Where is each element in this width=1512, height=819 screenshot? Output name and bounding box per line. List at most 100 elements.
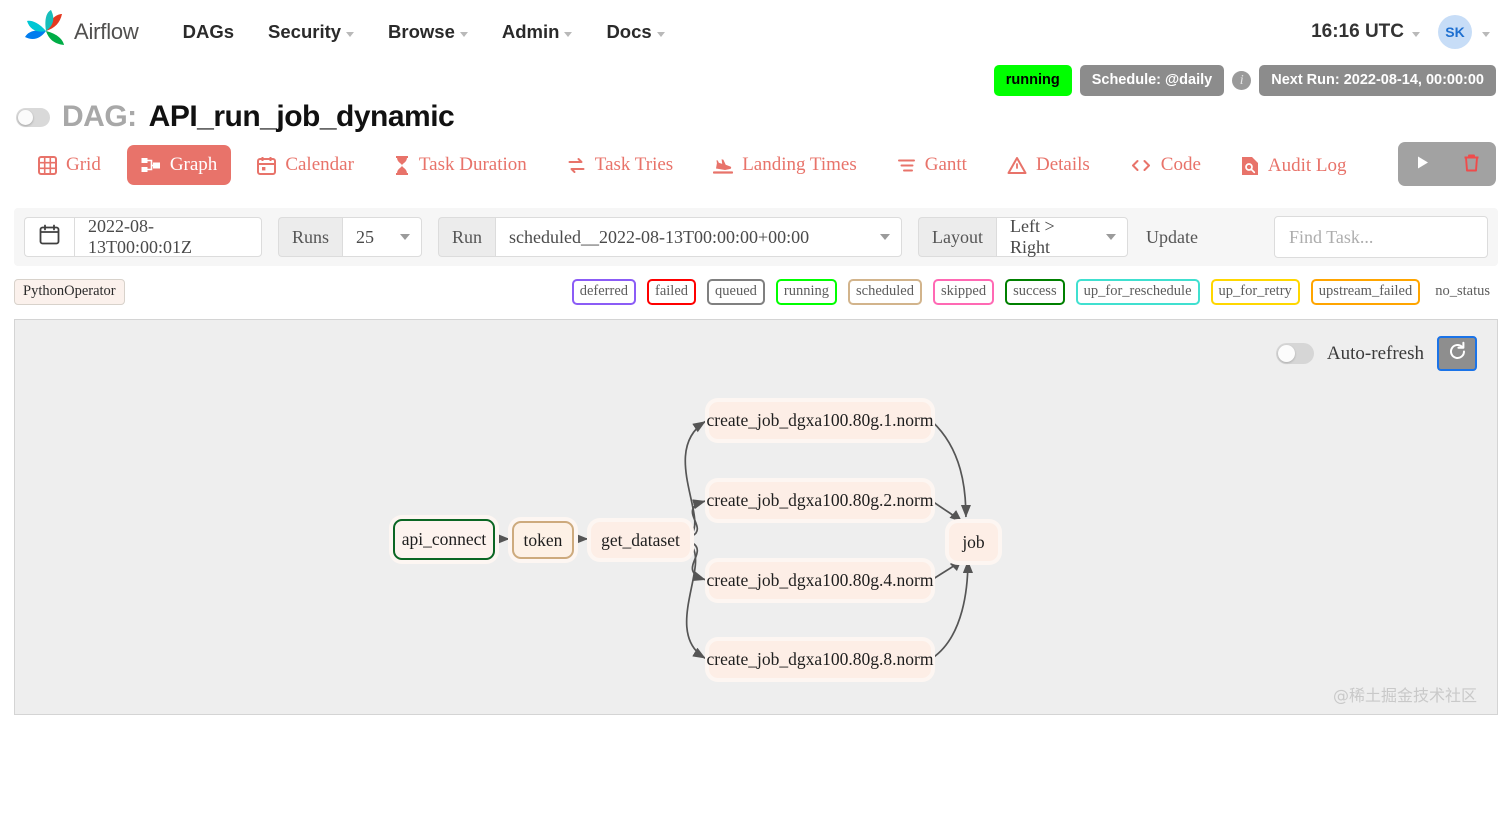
airflow-logo-icon [24, 10, 68, 54]
delete-dag-button[interactable] [1447, 142, 1496, 186]
clock-label: 16:16 UTC [1311, 21, 1404, 42]
chevron-down-icon [400, 234, 411, 240]
legend-failed[interactable]: failed [647, 279, 697, 305]
run-select[interactable]: scheduled__2022-08-13T00:00:00+00:00 [495, 217, 903, 257]
tab-code[interactable]: Code [1116, 145, 1215, 185]
tab-landing-times[interactable]: Landing Times [699, 145, 871, 185]
dag-tabs-area: Grid Graph Calendar Task Duration Task T [0, 138, 1512, 186]
nav-item-browse[interactable]: Browse [388, 21, 468, 43]
graph-node-label: create_job_dgxa100.80g.4.norm [706, 570, 934, 590]
tab-graph[interactable]: Graph [126, 145, 232, 185]
code-icon [1130, 156, 1152, 175]
dag-prefix-label: DAG: [62, 100, 137, 133]
graph-node-api-connect[interactable]: api_connect [393, 519, 495, 560]
nav-item-admin-label: Admin [501, 21, 560, 42]
run-label: Run [438, 217, 496, 257]
legend-up-for-retry[interactable]: up_for_retry [1210, 279, 1300, 305]
date-picker-button[interactable] [24, 217, 74, 257]
navbar-right: 16:16 UTC SK [1311, 15, 1490, 49]
chevron-down-icon [346, 31, 355, 37]
nav-item-security-label: Security [268, 21, 342, 42]
chevron-down-icon [880, 234, 891, 240]
run-value: scheduled__2022-08-13T00:00:00+00:00 [509, 226, 810, 247]
dag-title-row: DAG: API_run_job_dynamic [16, 100, 1488, 134]
graph-node-label: get_dataset [601, 529, 680, 550]
graph-node-create-job-4[interactable]: create_job_dgxa100.80g.4.norm [706, 562, 934, 599]
graph-icon [141, 156, 161, 175]
nav-item-security[interactable]: Security [268, 21, 355, 43]
refresh-button[interactable] [1437, 336, 1477, 371]
nav-item-docs[interactable]: Docs [606, 21, 665, 43]
legend-scheduled[interactable]: scheduled [848, 279, 922, 305]
tab-calendar-label: Calendar [285, 154, 354, 175]
tab-task-duration-label: Task Duration [418, 154, 527, 175]
nav-item-docs-label: Docs [606, 21, 652, 42]
tab-graph-label: Graph [169, 154, 218, 175]
next-run-badge: Next Run: 2022-08-14, 00:00:00 [1259, 65, 1496, 96]
tab-details[interactable]: Details [993, 145, 1104, 185]
tab-grid[interactable]: Grid [24, 145, 115, 185]
tab-calendar[interactable]: Calendar [243, 145, 368, 185]
info-icon[interactable]: i [1232, 71, 1252, 90]
legend-queued[interactable]: queued [707, 279, 765, 305]
graph-node-label: job [962, 531, 985, 552]
nav-item-dags[interactable]: DAGs [183, 21, 234, 43]
graph-node-token[interactable]: token [512, 521, 574, 559]
legend-success[interactable]: success [1005, 279, 1065, 305]
update-button[interactable]: Update [1146, 226, 1199, 247]
nav-item-browse-label: Browse [388, 21, 455, 42]
avatar: SK [1438, 15, 1472, 49]
tab-task-tries[interactable]: Task Tries [553, 145, 687, 185]
legend-bar: PythonOperator deferred failed queued ru… [14, 279, 1498, 305]
nav-links: DAGs Security Browse Admin Docs [183, 21, 665, 43]
filter-toolbar: 2022-08-13T00:00:01Z Runs 25 Run schedul… [14, 208, 1498, 266]
graph-node-create-job-2[interactable]: create_job_dgxa100.80g.2.norm [707, 482, 933, 519]
chevron-down-icon [564, 31, 573, 37]
graph-node-label: create_job_dgxa100.80g.1.norm [706, 410, 934, 430]
tab-task-duration[interactable]: Task Duration [380, 145, 541, 185]
execution-date-input[interactable]: 2022-08-13T00:00:01Z [74, 216, 262, 257]
dag-pause-toggle[interactable] [16, 107, 50, 127]
status-badge: running [993, 65, 1072, 96]
trigger-dag-button[interactable] [1398, 142, 1447, 186]
tab-audit-log-label: Audit Log [1267, 155, 1347, 176]
top-navbar: Airflow DAGs Security Browse Admin Docs … [0, 0, 1512, 64]
legend-deferred[interactable]: deferred [571, 279, 637, 305]
timezone-selector[interactable]: 16:16 UTC [1311, 21, 1420, 43]
chevron-down-icon [459, 31, 468, 37]
play-icon [1414, 154, 1431, 174]
runs-select[interactable]: 25 [342, 217, 423, 257]
status-legend: deferred failed queued running scheduled… [571, 279, 1498, 305]
legend-upstream-failed[interactable]: upstream_failed [1310, 279, 1421, 305]
dag-graph-panel[interactable]: Auto-refresh [14, 319, 1498, 715]
gantt-icon [897, 156, 916, 175]
legend-up-for-reschedule[interactable]: up_for_reschedule [1075, 279, 1200, 305]
nav-item-admin[interactable]: Admin [502, 21, 573, 43]
legend-no-status[interactable]: no_status [1435, 283, 1490, 299]
operator-badge[interactable]: PythonOperator [14, 279, 125, 305]
graph-node-create-job-1[interactable]: create_job_dgxa100.80g.1.norm [706, 402, 934, 439]
brand-label: Airflow [74, 19, 139, 44]
schedule-badge: Schedule: @daily [1079, 65, 1225, 96]
tab-details-label: Details [1035, 154, 1090, 175]
dag-header: running Schedule: @daily i Next Run: 202… [0, 64, 1512, 138]
tab-code-label: Code [1160, 154, 1201, 175]
legend-running[interactable]: running [775, 279, 838, 305]
layout-select[interactable]: Left > Right [996, 216, 1129, 257]
airflow-brand[interactable]: Airflow [24, 10, 139, 54]
hourglass-icon [394, 155, 410, 175]
graph-node-get-dataset[interactable]: get_dataset [591, 522, 690, 558]
tab-gantt-label: Gantt [924, 154, 967, 175]
tab-audit-log[interactable]: Audit Log [1227, 146, 1377, 186]
graph-node-job[interactable]: job [949, 523, 998, 561]
warning-icon [1007, 156, 1027, 175]
find-task-input[interactable]: Find Task... [1274, 216, 1488, 258]
tab-gantt[interactable]: Gantt [883, 145, 981, 185]
tab-grid-label: Grid [66, 154, 101, 175]
legend-skipped[interactable]: skipped [933, 279, 995, 305]
page-title: API_run_job_dynamic [148, 100, 455, 133]
watermark: @稀土掘金技术社区 [1332, 686, 1477, 705]
user-menu[interactable]: SK [1438, 15, 1490, 49]
graph-node-create-job-8[interactable]: create_job_dgxa100.80g.8.norm [707, 641, 933, 678]
auto-refresh-toggle[interactable] [1275, 343, 1314, 364]
